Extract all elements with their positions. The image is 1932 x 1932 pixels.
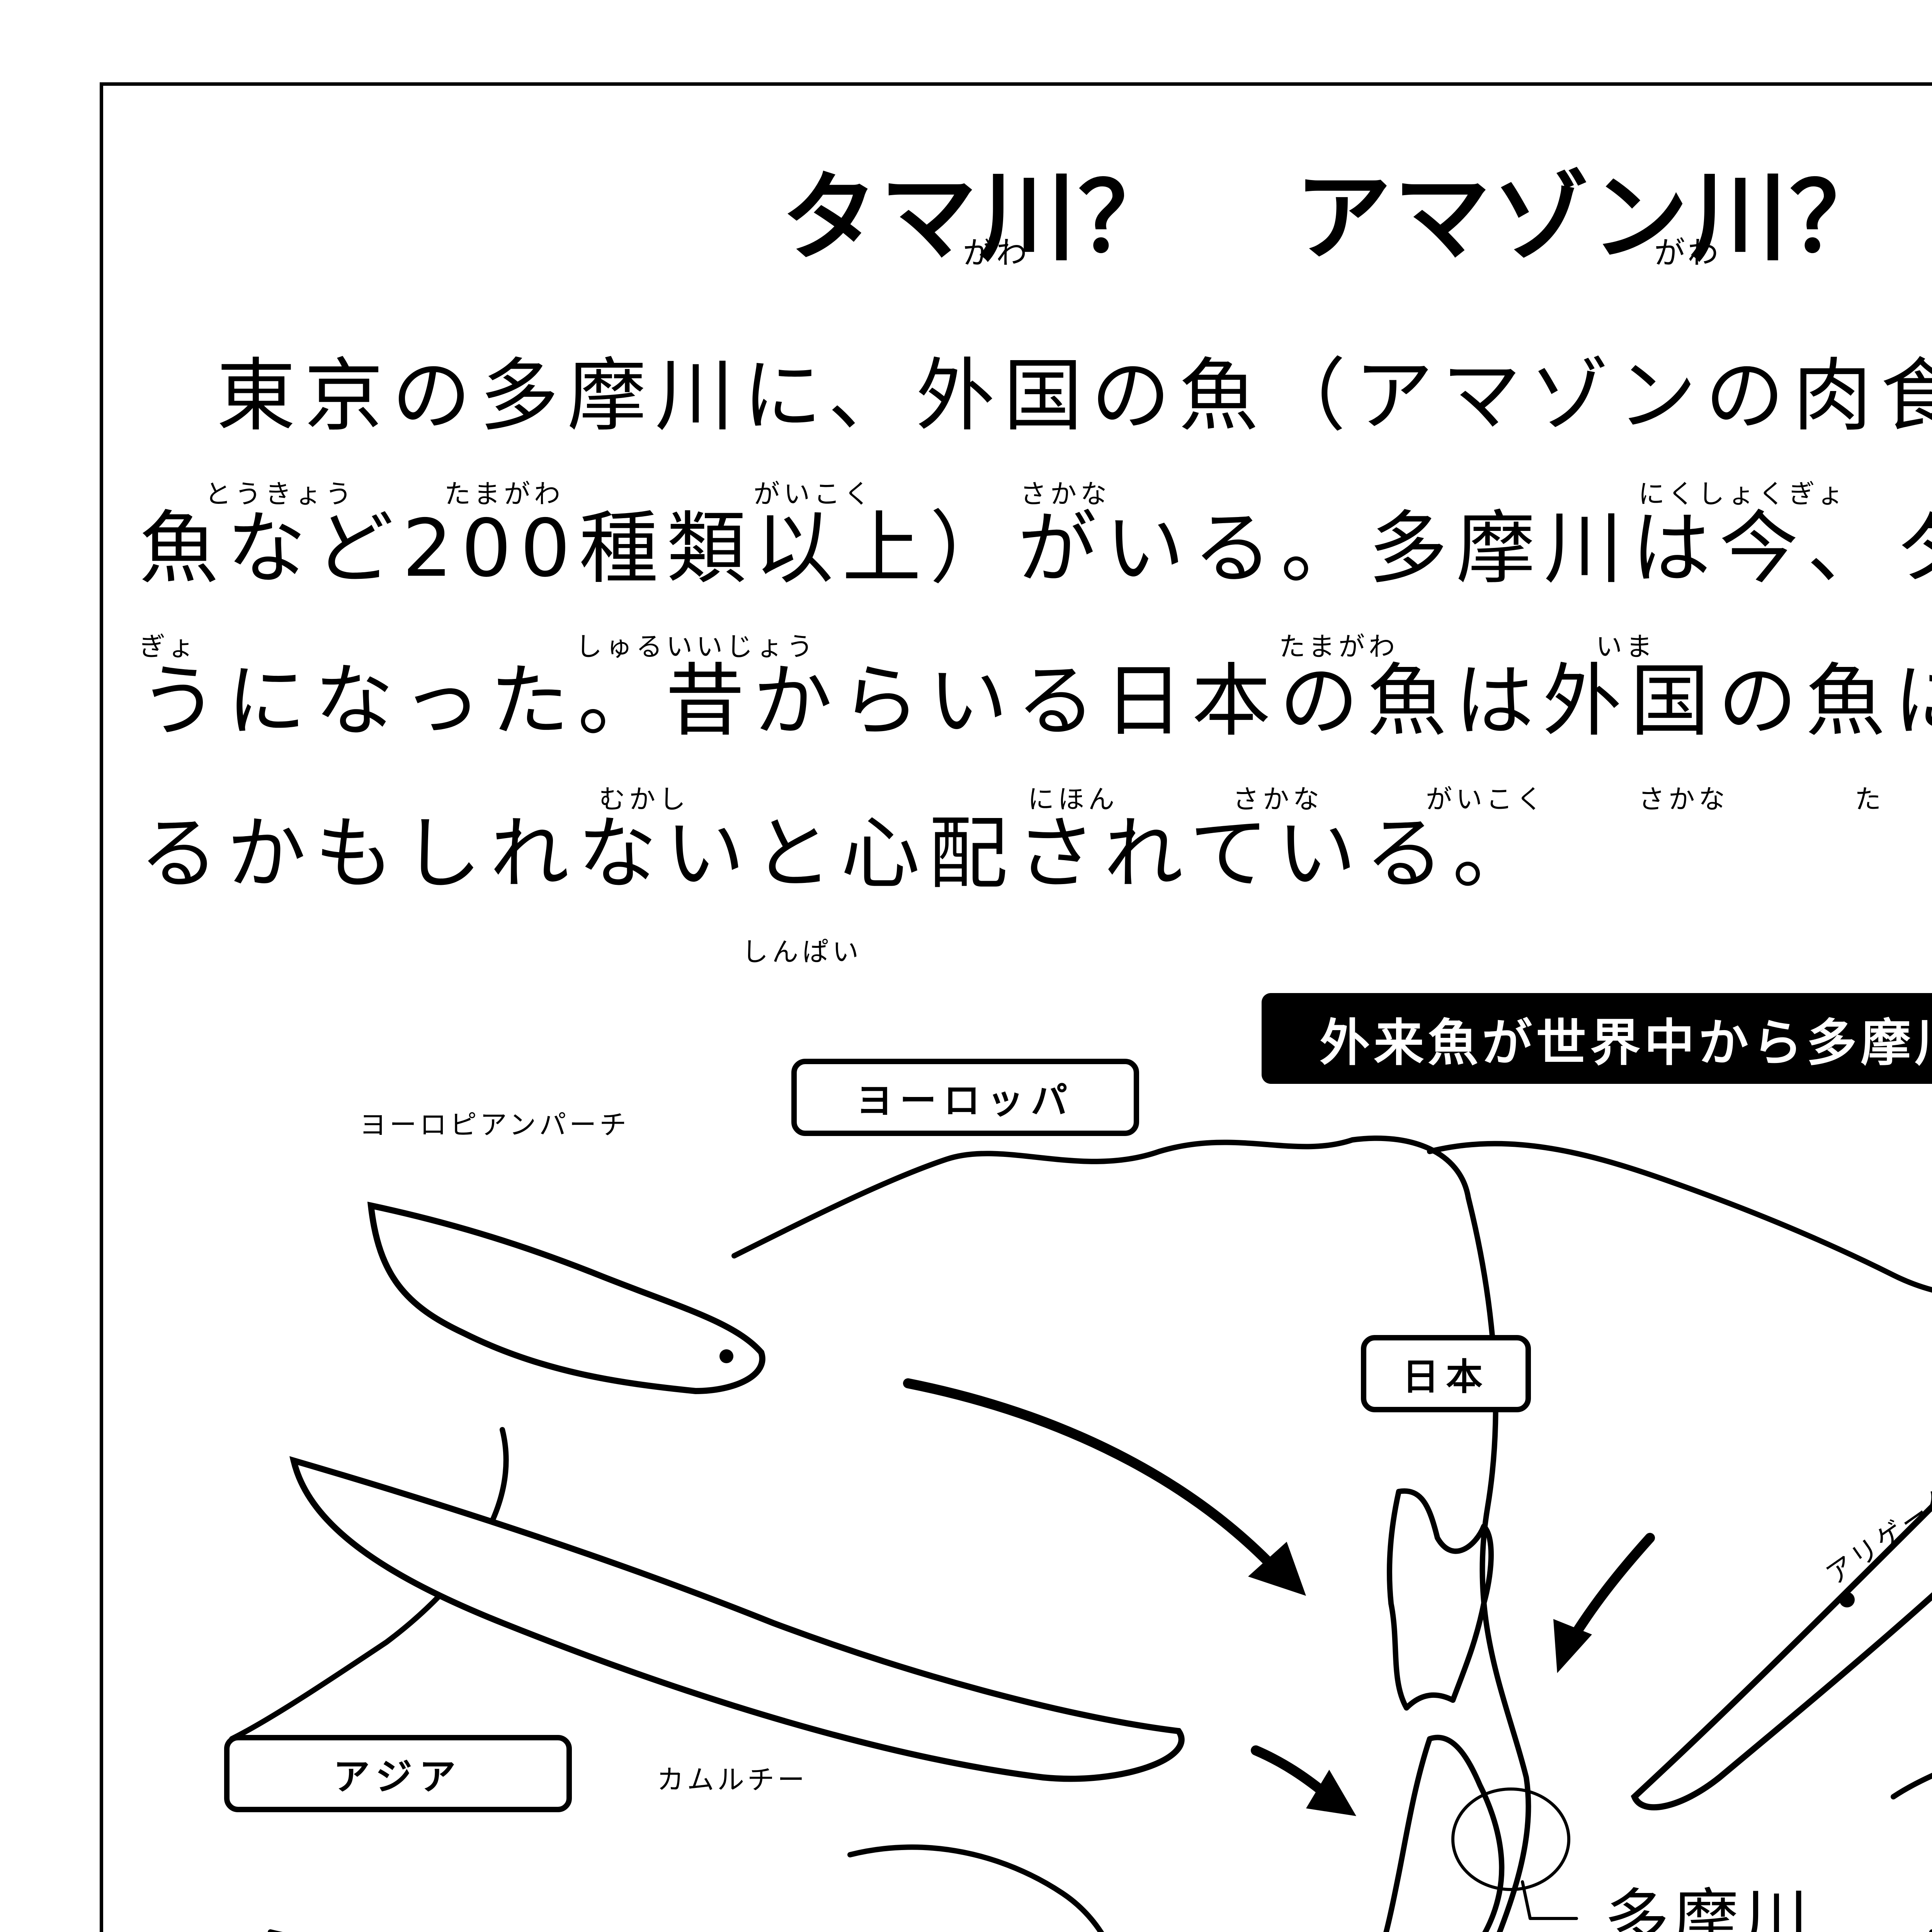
fish-label-european-perch: ヨーロピアンパーチ [359, 1109, 630, 1141]
map-banner: 外来魚が世界中から多摩川にやってきている [1262, 993, 1932, 1084]
body-line: るかもしれないと心配されている。 しんぱい [139, 808, 1540, 968]
tamagawa-highlight-circle [1451, 1787, 1570, 1891]
arrow-head-europe [1248, 1542, 1306, 1596]
title-amazongawa: アマゾン川？ がわ [1295, 162, 1889, 274]
region-label-europe: ヨーロッパ [791, 1059, 1139, 1136]
region-label-asia: アジア [224, 1735, 572, 1812]
tamagawa-leader-line [1521, 1880, 1578, 1920]
arrow-head-north-america [1553, 1619, 1592, 1673]
title-tamagawa: タマ川？ がわ [781, 162, 1177, 274]
north-america-coastline [1427, 1141, 1932, 1799]
arrow-from-europe [903, 1378, 1280, 1574]
tamagawa-label: 多摩川 [1604, 1882, 1813, 1932]
japan-hokkaido [1387, 1488, 1494, 1711]
kamuruchi-illustration [289, 1456, 1185, 1782]
title-ruby: がわ [963, 235, 1029, 271]
european-perch-illustration [367, 1201, 765, 1395]
perch-eye-icon [719, 1349, 733, 1363]
fish-label-kamuruchi: カムルチー [657, 1764, 808, 1796]
body-line: うになった。昔からいる日本の魚は外国の魚に食べられて、いなくな むかし にほん … [139, 655, 1932, 815]
page-title: タマ川？ がわ アマゾン川？ がわ [0, 139, 1932, 279]
middle-east-coast [847, 1844, 1104, 1932]
eurasia-coastline [731, 1135, 1531, 1932]
body-line: 魚など200種類以上）がいる。多摩川は今、タマゾン川と呼ばれるよ ぎょ しゅるい… [139, 503, 1932, 662]
region-label-japan: 日本 [1361, 1335, 1531, 1412]
asia-west-coast [229, 1427, 509, 1742]
arrow-from-north-america [1568, 1533, 1655, 1643]
title-ruby: がわ [1654, 235, 1721, 271]
body-line: 東京の多摩川に、外国の魚（アマゾンの肉食魚やきれいな色の熱帯 とうきょう たまが… [205, 350, 1932, 510]
gar-eye-icon [1839, 1592, 1855, 1607]
page-frame [100, 82, 1932, 1932]
body-paragraph: 東京の多摩川に、外国の魚（アマゾンの肉食魚やきれいな色の熱帯 とうきょう たまが… [139, 348, 1932, 968]
alligator-gar-illustration [1631, 1502, 1932, 1811]
arrow-head-asia [1306, 1770, 1356, 1816]
japan-honshu [1383, 1735, 1505, 1932]
